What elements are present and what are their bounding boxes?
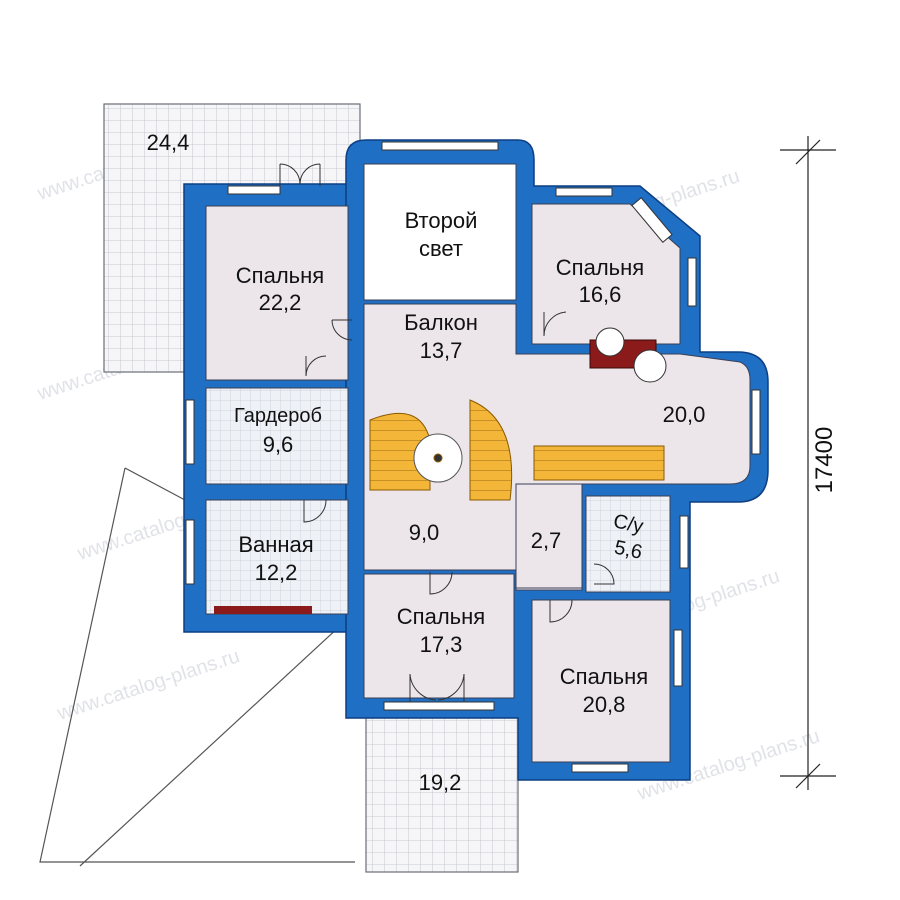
bedroom-s-name: Спальня — [397, 604, 485, 629]
terrace-top-area: 24,4 — [147, 130, 190, 155]
second-light-line1: Второй — [405, 208, 478, 233]
bathroom-area: 12,2 — [255, 560, 298, 585]
second-light-line2: свет — [419, 236, 463, 261]
bedroom-se-name: Спальня — [560, 664, 648, 689]
staircase — [369, 399, 665, 501]
roof-outline — [39, 467, 355, 867]
bathroom-name: Ванная — [238, 532, 313, 557]
terrace-bottom: 19,2 — [365, 711, 519, 873]
wardrobe-area: 9,6 — [263, 432, 294, 457]
balcony-area: 13,7 — [420, 338, 463, 363]
doors — [279, 163, 615, 702]
room-labels: Второй свет Спальня 22,2 Спальня 16,6 Ба… — [234, 208, 705, 717]
dimension-line — [780, 136, 836, 790]
bedroom-ne-name: Спальня — [556, 255, 644, 280]
balcony-name: Балкон — [404, 310, 478, 335]
terrace-bottom-area: 19,2 — [419, 770, 462, 795]
corridor-area: 2,7 — [531, 528, 562, 553]
fireplace — [589, 327, 667, 383]
svg-text:www.catalog-plans.ru: www.catalog-plans.ru — [54, 645, 243, 725]
hall-east-area: 20,0 — [663, 402, 706, 427]
bedroom-ne-area: 16,6 — [579, 282, 622, 307]
wardrobe-name: Гардероб — [234, 405, 322, 427]
dimension-label: 17400 — [811, 427, 838, 494]
bath-radiator — [214, 606, 312, 614]
bedroom-nw-name: Спальня — [236, 263, 324, 288]
rooms — [205, 163, 751, 763]
hall-center-area: 9,0 — [409, 520, 440, 545]
windows — [185, 141, 761, 773]
bedroom-se-area: 20,8 — [583, 692, 626, 717]
bedroom-nw-area: 22,2 — [259, 290, 302, 315]
bedroom-s-area: 17,3 — [420, 632, 463, 657]
